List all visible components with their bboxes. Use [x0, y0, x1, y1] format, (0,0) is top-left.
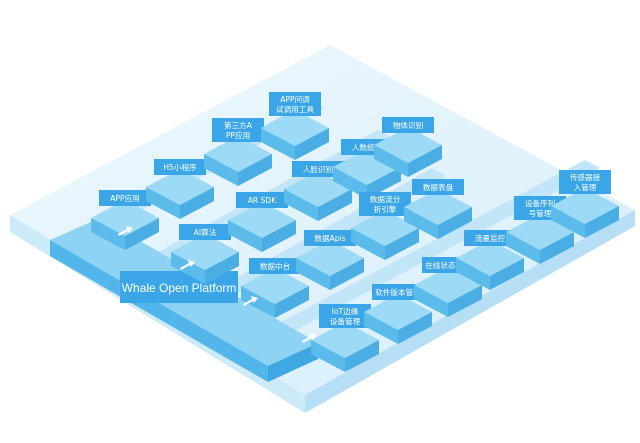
block-second-3-label: 人数统计 [352, 142, 383, 152]
block-bottom-5-label-box [559, 170, 611, 194]
block-bottom-5-label: 传感器接入管理 [570, 172, 601, 192]
block-second-1-right-face [262, 220, 296, 252]
block-top-0: APP应用 [91, 190, 159, 250]
block-top-3-right-face [295, 128, 329, 160]
block-second-3-right-face [367, 167, 401, 199]
block-second-1-label-box [236, 192, 288, 208]
block-bottom-1-right-face [398, 312, 432, 344]
block-third-1-label-box [304, 230, 356, 246]
block-top-3-label-box [269, 92, 321, 116]
block-second-0-right-face [205, 252, 239, 284]
block-third-0: 数据中台 [241, 258, 309, 318]
arrows [118, 226, 317, 343]
block-bottom-2-left-face [414, 285, 448, 317]
block-bottom-3-label-box [464, 230, 516, 246]
block-third-2: 数据流分析引擎 [351, 192, 419, 260]
block-second-1-label: AR SDK [248, 196, 278, 205]
block-second-2-left-face [284, 189, 318, 221]
block-second-2-label-box [292, 161, 344, 177]
block-third-1: 数据Apis [296, 230, 364, 290]
block-second-4-right-face [408, 145, 442, 177]
block-bottom-1-left-face [364, 312, 398, 344]
block-third-1-right-face [330, 258, 364, 290]
block-bottom-0-label-box [319, 304, 371, 328]
block-second-2-right-face [318, 189, 352, 221]
block-third-0-left-face [241, 286, 275, 318]
block-top-2-right-face [238, 154, 272, 186]
block-top-1-left-face [146, 187, 180, 219]
block-bottom-3-left-face [456, 258, 490, 290]
block-third-2-label-box [359, 192, 411, 216]
block-bottom-3-label: 流量监控 [475, 233, 506, 243]
block-third-2-left-face [351, 228, 385, 260]
block-third-3: 数据表盘 [404, 179, 472, 239]
block-top-2-left-face [204, 154, 238, 186]
block-second-4: 物体识别 [374, 117, 442, 177]
block-bottom-0-label: IoT边缘设备管理 [330, 306, 361, 326]
arrow-icon [302, 333, 317, 343]
block-second-4-left-face [374, 145, 408, 177]
block-bottom-4-left-face [506, 232, 540, 264]
block-third-0-label-box [249, 258, 301, 274]
block-third-3-label: 数据表盘 [423, 182, 454, 192]
block-third-3-left-face [404, 207, 438, 239]
block-top-1: H5小程序 [146, 159, 214, 219]
block-top-2-label-box [212, 118, 264, 142]
block-second-2-label: 人脸识别 [303, 164, 333, 174]
block-top-3: APP问调试调用工具 [261, 92, 329, 160]
block-third-2-label: 数据流分析引擎 [370, 194, 401, 214]
block-bottom-3-right-face [490, 258, 524, 290]
block-top-0-left-face [91, 218, 125, 250]
block-top-0-right-face [125, 218, 159, 250]
block-second-3-left-face [333, 167, 367, 199]
block-bottom-5-left-face [551, 206, 585, 238]
block-third-3-label-box [412, 179, 464, 195]
block-second-1: AR SDK [228, 192, 296, 252]
block-second-4-label-box [382, 117, 434, 133]
block-third-2-right-face [385, 228, 419, 260]
block-third-3-right-face [438, 207, 472, 239]
block-bottom-4-right-face [540, 232, 574, 264]
block-third-0-label: 数据中台 [260, 261, 291, 271]
block-top-1-label: H5小程序 [163, 162, 197, 172]
block-bottom-5-right-face [585, 206, 619, 238]
block-bottom-2-right-face [448, 285, 482, 317]
block-second-4-label: 物体识别 [393, 120, 423, 130]
block-third-1-left-face [296, 258, 330, 290]
block-bottom-0-right-face [345, 340, 379, 372]
block-bottom-1: 软件版本管理 [364, 284, 432, 344]
base-platform-right-side [305, 210, 635, 413]
block-top-0-label-box [99, 190, 151, 206]
block-second-2: 人脸识别 [284, 161, 352, 221]
block-bottom-0-left-face [311, 340, 345, 372]
block-third-0-right-face [275, 286, 309, 318]
block-second-1-left-face [228, 220, 262, 252]
block-second-0-label-box [179, 224, 231, 240]
block-second-0-label: AI算法 [194, 227, 217, 237]
block-bottom-3: 流量监控 [456, 230, 524, 290]
block-top-0-label: APP应用 [110, 193, 140, 203]
block-bottom-2-label: 在线状态监控 [425, 260, 471, 270]
block-bottom-0: IoT边缘设备管理 [311, 304, 379, 372]
block-top-1-label-box [154, 159, 206, 175]
block-top-3-left-face [261, 128, 295, 160]
block-second-0: AI算法 [171, 224, 239, 284]
block-bottom-1-label-box [372, 284, 424, 300]
arrow-icon [243, 296, 258, 306]
arrow-icon [180, 260, 195, 270]
block-bottom-1-label: 软件版本管理 [375, 287, 421, 297]
block-third-1-label: 数据Apis [314, 233, 345, 243]
block-top-3-label: APP问调试调用工具 [276, 95, 314, 114]
block-second-0-left-face [171, 252, 205, 284]
block-top-1-right-face [180, 187, 214, 219]
platform-name: Whale Open Platform [122, 281, 237, 295]
block-bottom-4-label: 设备序列号管理 [525, 198, 556, 218]
arrow-icon [118, 226, 133, 236]
block-bottom-5: 传感器接入管理 [551, 170, 619, 238]
